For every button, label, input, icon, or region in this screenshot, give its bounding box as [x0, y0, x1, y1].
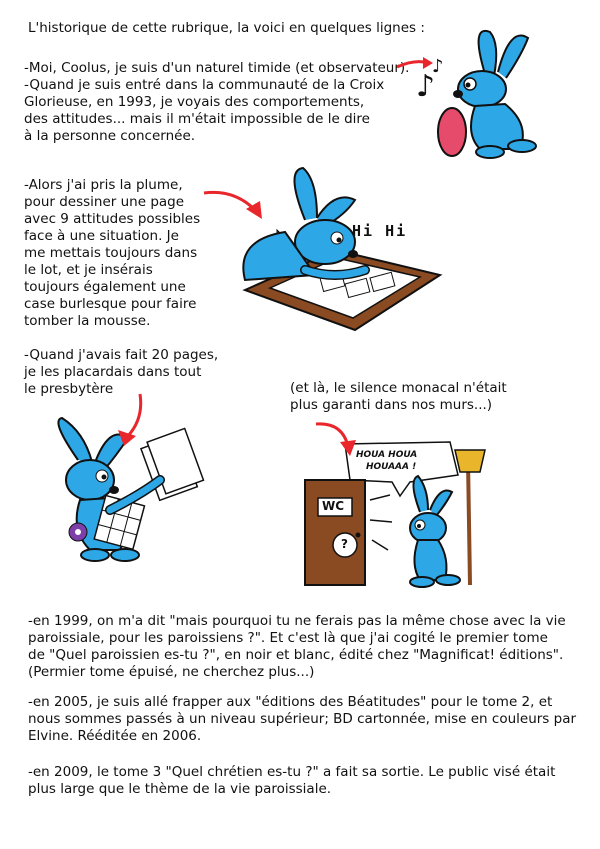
- music-note-icon: ♪: [416, 69, 436, 104]
- intro-text: L'historique de cette rubrique, la voici…: [28, 20, 425, 36]
- paragraph-twenty-pages: -Quand j'avais fait 20 pages, je les pla…: [24, 347, 219, 397]
- paragraph-shyness: -Moi, Coolus, je suis d'un naturel timid…: [24, 60, 410, 144]
- rabbit-drawing-illustration: [225, 160, 465, 335]
- wc-sign-text: WC: [322, 499, 345, 513]
- houa-line1-text: HOUA HOUA: [356, 450, 418, 460]
- rabbit-music-illustration: [410, 14, 560, 164]
- arrow-icon: [315, 422, 356, 456]
- question-mark-text: ?: [341, 537, 348, 551]
- aside-silence: (et là, le silence monacal n'était plus …: [290, 380, 507, 413]
- arrow-icon: [396, 57, 433, 69]
- arrow-icon: [118, 393, 143, 446]
- arrow-icon: [203, 190, 262, 219]
- paragraph-drawing-page: -Alors j'ai pris la plume, pour dessiner…: [24, 177, 201, 329]
- wc-door-illustration: [300, 440, 510, 590]
- music-note-icon: ♪: [432, 56, 444, 77]
- rabbit-posting-pages-illustration: [40, 400, 215, 570]
- houa-line2-text: HOUAAA !: [366, 462, 417, 472]
- paragraph-2005: -en 2005, je suis allé frapper aux "édit…: [28, 694, 577, 744]
- hihi-text: Hi Hi: [352, 222, 408, 240]
- paragraph-2009: -en 2009, le tome 3 "Quel chrétien es-tu…: [28, 764, 556, 797]
- paragraph-1999: -en 1999, on m'a dit "mais pourquoi tu n…: [28, 613, 566, 680]
